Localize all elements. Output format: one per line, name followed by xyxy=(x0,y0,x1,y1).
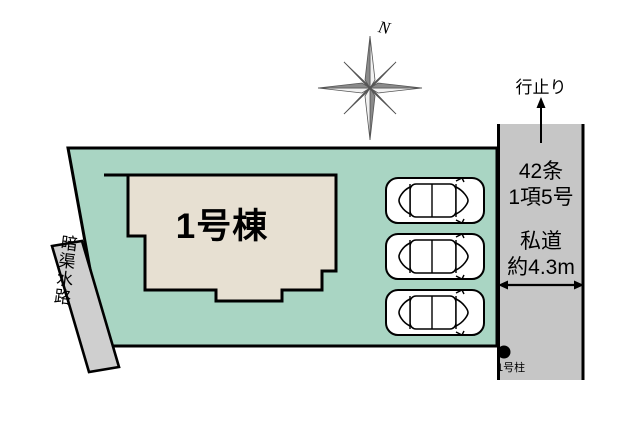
parking-stall-2 xyxy=(385,233,485,280)
road-article-line-1: 42条 xyxy=(519,160,563,183)
pole-dot-icon xyxy=(497,345,511,359)
compass-rose: N xyxy=(317,17,423,141)
road-labels: 42条 1項5号 私道 約4.3m xyxy=(507,160,575,279)
building-label: 1号棟 xyxy=(176,207,268,246)
parking-stall-1 xyxy=(385,177,485,224)
building-footprint xyxy=(104,173,338,303)
road-article-line-2: 1項5号 xyxy=(508,186,573,209)
road-type-label: 私道 xyxy=(520,230,562,253)
private-road xyxy=(497,124,585,380)
road-width-dimension-arrow xyxy=(498,280,584,290)
car-top-view-icon xyxy=(385,289,485,336)
parking-area xyxy=(385,177,485,336)
culvert-waterway: 暗渠水路 xyxy=(50,239,121,374)
dead-end-indicator: 行止り xyxy=(516,78,567,143)
car-top-view-icon xyxy=(385,233,485,280)
utility-pole-marker: 1号柱 xyxy=(497,345,525,374)
road-surface xyxy=(498,124,584,380)
dead-end-label: 行止り xyxy=(516,78,567,97)
compass-rose-icon xyxy=(317,35,423,141)
building-1: 1号棟 xyxy=(104,173,338,303)
parking-stall-3 xyxy=(385,289,485,336)
car-top-view-icon xyxy=(385,177,485,224)
road-width-label: 約4.3m xyxy=(507,256,575,279)
waterway-strip xyxy=(50,239,121,374)
pole-label: 1号柱 xyxy=(497,360,525,374)
